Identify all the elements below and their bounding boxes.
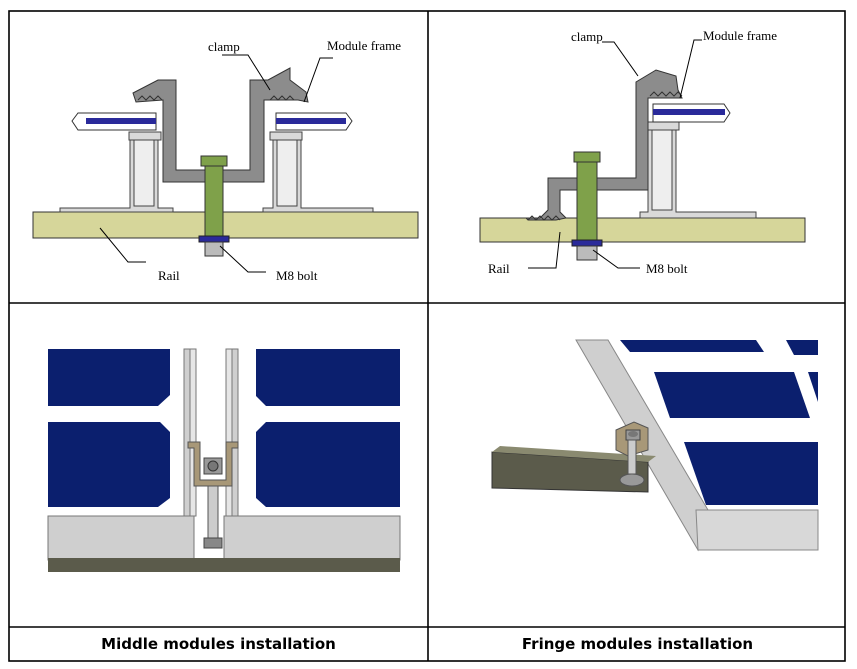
fringe-clamp-section-diagram: clamp Module frame Rail M8 bolt: [479, 28, 806, 276]
m8-bolt: [198, 155, 230, 257]
middle-modules-caption: Middle modules installation: [101, 635, 336, 653]
module-glass: [652, 103, 731, 123]
solar-cell: [808, 372, 818, 402]
module-frame-bottom: [47, 515, 401, 561]
middle-clamp-section-diagram: clamp Module frame Rail M8 bolt: [32, 38, 419, 283]
bolt-label: M8 bolt: [646, 261, 688, 276]
clamp-label: clamp: [571, 29, 603, 44]
fringe-clamp: [615, 421, 649, 487]
installation-diagram-sheet: clamp Module frame Rail M8 bolt: [8, 10, 846, 662]
solar-cell: [620, 340, 764, 352]
rail-leader: [99, 227, 146, 263]
rail-leader: [528, 231, 561, 269]
solar-cell: [684, 442, 818, 505]
clamp-teeth-right: [269, 95, 295, 101]
solar-cell: [256, 349, 400, 406]
clamp-foot-teeth: [527, 215, 561, 221]
rail-label: Rail: [488, 261, 510, 276]
module-frame: [639, 121, 757, 219]
solar-cell: [48, 422, 170, 507]
frame-leader: [303, 57, 333, 103]
solar-cell: [654, 372, 810, 418]
rail: [32, 211, 419, 239]
module-frame-bottom: [695, 509, 819, 551]
fringe-module-render: [491, 339, 819, 552]
frame-leader: [679, 39, 702, 99]
bolt-leader: [592, 249, 640, 269]
clamp-leader: [602, 41, 639, 77]
solar-cell: [786, 340, 818, 355]
clamp-label: clamp: [208, 39, 240, 54]
left-module-glass: [71, 112, 157, 131]
clamp-leader: [222, 54, 271, 91]
module-frame-label: Module frame: [327, 38, 401, 53]
bolt-leader: [219, 245, 266, 273]
left-module-frame: [59, 131, 174, 213]
m8-bolt: [571, 151, 603, 261]
module-frame-label: Module frame: [703, 28, 777, 43]
middle-clamp: [132, 67, 309, 183]
rail: [479, 217, 806, 243]
rail-label: Rail: [158, 268, 180, 283]
middle-clamp: [187, 441, 239, 549]
table-grid: [8, 10, 846, 662]
fringe-modules-caption: Fringe modules installation: [521, 635, 754, 653]
clamp-teeth-left: [137, 95, 163, 101]
solar-cell: [48, 349, 170, 406]
bolt-label: M8 bolt: [276, 268, 318, 283]
right-module-frame: [262, 131, 374, 213]
middle-modules-render: [47, 348, 401, 572]
right-module-glass: [275, 112, 353, 131]
solar-cell: [256, 422, 400, 507]
clamp-teeth: [649, 91, 683, 97]
rail: [48, 558, 400, 572]
